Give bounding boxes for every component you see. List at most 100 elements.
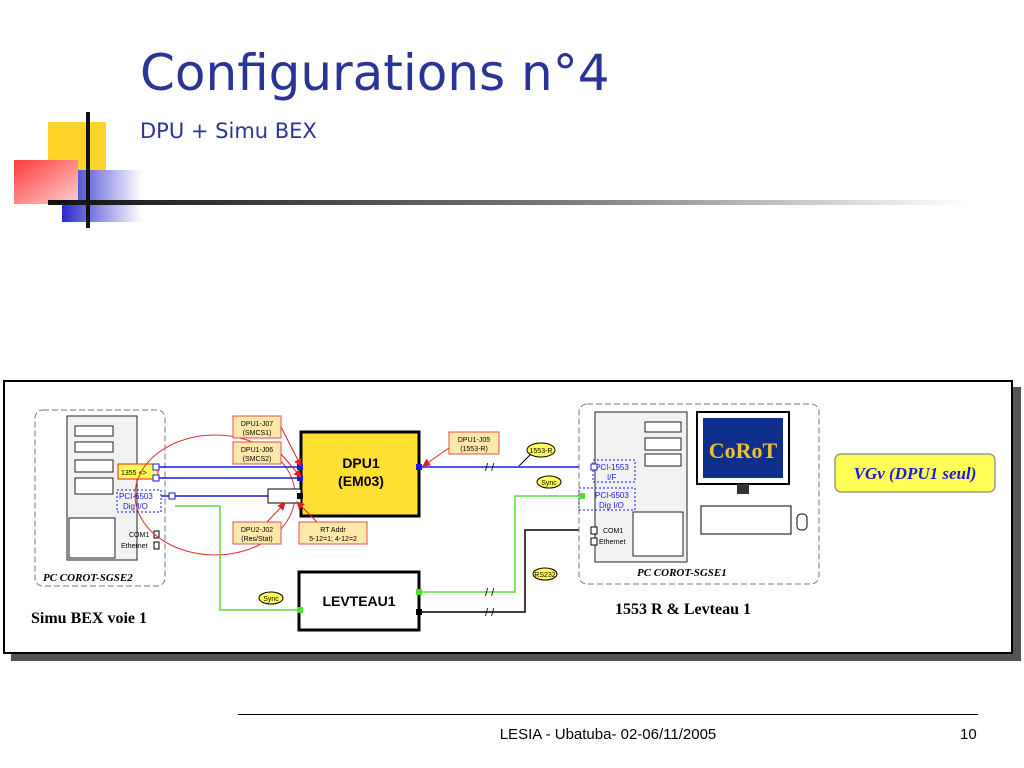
dpu-port-1553 [416,464,422,470]
levteau-box [297,570,421,632]
tag-1553r-pointer [518,453,532,467]
levteau-port-black [416,609,422,615]
right-pc-pci6503-l2: Dig I/O [599,501,624,510]
tag-sync-left-label: Sync [263,596,279,603]
right-pc-drive-2 [644,437,682,451]
callout-j05-arrow [422,447,450,467]
left-pc-com-port [153,530,160,539]
right-pc-logo: CoRoT [709,438,778,463]
callout-j02-arrow [266,502,286,523]
left-pc-drive-3 [74,459,114,473]
callout-j02-l2: (Res/Stat) [241,536,273,543]
blue-links [152,463,303,504]
left-pc-eth-port [153,541,160,550]
left-pc-ethernet-label: Ethernet [121,543,148,550]
diagram-frame [3,380,1013,654]
break-green: / / [485,587,495,599]
tags: 1553-R Sync Sync RS232 [258,442,562,605]
deco-red-square [14,160,78,204]
tag-sync-left [258,591,284,605]
levteau-label: LEVTEAU1 [322,593,395,609]
slide-subtitle: DPU + Simu BEX [140,119,317,143]
dpu-box [299,430,421,518]
callout-j02-l1: DPU2-J02 [241,527,273,534]
left-pc-drive-2 [74,441,114,453]
tag-rs232 [532,567,558,581]
right-pc-name: PC COROT-SGSE1 [637,567,727,579]
link-1553: / / [416,462,595,474]
slide-decoration [14,112,968,228]
left-pc-drive-4 [74,477,114,495]
tag-1553r [526,442,556,458]
break-1553: / / [485,462,495,474]
rs232-link [419,529,595,613]
vgv-box [834,453,996,493]
callout-rt-l1: RT Addr [320,527,346,534]
port-1355-a [152,463,160,471]
left-pc-name: PC COROT-SGSE2 [43,572,133,584]
configuration-diagram: PC COROT-SGSE2 1355 <> PCI-6503 Dig I/O … [31,403,996,632]
deco-rule [48,200,968,205]
left-pc-vent [68,517,116,559]
callout-rt-arrow [296,501,318,523]
callout-rt-l2: 5-12=1; 4-12=2 [309,536,357,543]
right-pc-pci1553-box [592,459,636,483]
callout-j05-l1: DPU1-J05 [458,437,490,444]
callouts: DPU1-J07 (SMCS1) DPU1-J06 (SMCS2) DPU2-J… [232,415,500,545]
dpu-port-2 [297,475,303,481]
callout-j02 [232,521,282,545]
vgv-badge: VGv (DPU1 seul) [834,453,996,493]
dpu-label-line1: DPU1 [342,455,380,471]
right-pc-pci6503-l1: PCI-6503 [595,491,629,500]
vgv-label: VGv (DPU1 seul) [854,464,977,483]
right-pc-mouse [796,513,808,531]
right-pc-eth-port [590,537,598,546]
footer-text: LESIA - Ubatuba- 02-06/11/2005 [499,726,717,743]
right-pc-port-6503 [579,493,585,499]
tag-1553r-label: 1553-R [530,448,553,455]
right-pc-drive-3 [644,453,682,467]
right-pc-pci1553-l2: I/F [607,473,616,482]
callout-j05 [448,431,500,455]
black-links: / / [416,529,595,619]
left-pc-caption: Simu BEX voie 1 [31,610,147,627]
sync-left-link [175,505,299,611]
right-pc-keyboard [700,505,792,535]
callout-j06-arrow [280,453,302,478]
levteau-block: LEVTEAU1 [297,570,421,632]
tag-sync-top-label: Sync [541,480,557,487]
levteau-port-green [416,589,422,595]
right-pc-ethernet-label: Ethernet [599,539,626,546]
left-pc-port-1355-label: 1355 <> [121,470,147,477]
right-pc-com-port [590,526,598,535]
tag-sync-top [536,475,562,489]
right-pc-screen [703,418,783,478]
callout-j06-l2: (SMCS2) [243,456,272,463]
left-pc-drive-1 [74,425,114,437]
right-pc-pci1553-l1: PCI-1553 [595,463,629,472]
right-pc-group: CoRoT PCI-1553 I/F PCI-6503 Dig I/O COM1… [578,403,820,618]
callout-j05-l2: (1553-R) [460,446,488,453]
connector-resstat [267,488,302,504]
dpu-label-line2: (EM03) [338,473,384,489]
dpu-block: DPU1 (EM03) [299,430,421,518]
right-pc-caption: 1553 R & Levteau 1 [615,601,751,618]
slide-title: Configurations n°4 [140,44,610,102]
left-pc-com-label: COM1 [129,532,149,539]
right-pc-com-label: COM1 [603,528,623,535]
break-black: / / [485,607,495,619]
callout-rt [298,521,368,545]
green-links: / / [175,495,595,613]
callout-j07-arrow [280,426,302,467]
left-pc-pci-label-1: PCI-6503 [119,492,153,501]
tag-rs232-label: RS232 [534,572,556,579]
port-1355-b [152,474,160,482]
right-pc-drive-1 [644,421,682,433]
left-pc-group: PC COROT-SGSE2 1355 <> PCI-6503 Dig I/O … [31,409,166,627]
left-pc-pci-label-2: Dig I/O [123,502,148,511]
callout-j07-l2: (SMCS1) [243,430,272,437]
page-number: 10 [960,726,977,743]
sync-right-link [419,495,595,593]
callout-j06 [232,441,282,465]
callout-j06-l1: DPU1-J06 [241,447,273,454]
